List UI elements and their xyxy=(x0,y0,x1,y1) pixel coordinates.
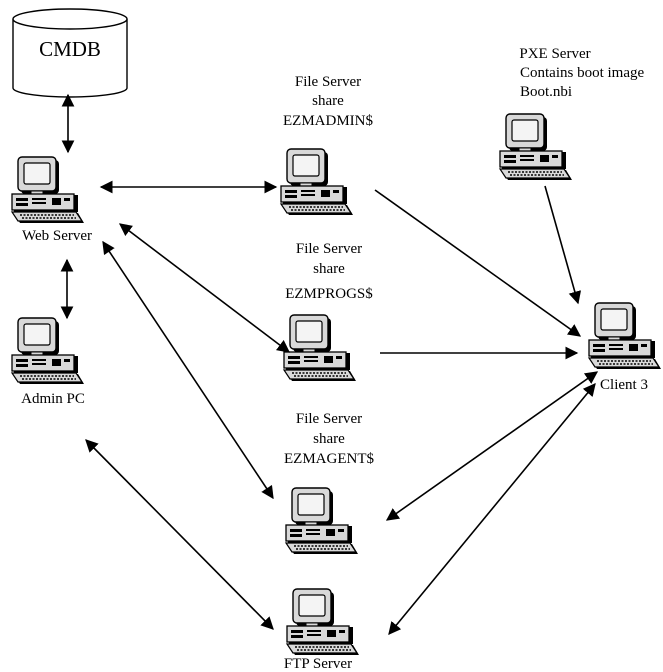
file-server-ezmagent-computer-icon xyxy=(285,487,359,555)
fs-agent-label-3: EZMAGENT$ xyxy=(284,451,374,467)
edge-fsadmin-client xyxy=(374,189,582,337)
pxe-label-1: PXE Server xyxy=(519,46,590,62)
web-server-computer-icon xyxy=(11,156,85,224)
fs-progs-label-1: File Server xyxy=(296,241,362,257)
client-computer-icon xyxy=(588,302,662,370)
edge-fsagent-client xyxy=(385,371,599,521)
edge-web-fsprogs xyxy=(118,223,291,353)
cmdb-label: CMDB xyxy=(39,37,101,61)
fs-agent-label-2: share xyxy=(313,431,345,447)
pxe-label-3: Boot.nbi xyxy=(520,84,572,100)
fs-agent-label-1: File Server xyxy=(296,411,362,427)
cmdb-database: CMDB xyxy=(12,8,128,98)
admin-pc-label: Admin PC xyxy=(21,391,85,407)
fs-admin-label-1: File Server xyxy=(295,74,361,90)
fs-admin-label-2: share xyxy=(312,93,344,109)
pxe-server-computer-icon xyxy=(499,113,573,181)
fs-admin-label-3: EZMADMIN$ xyxy=(283,113,373,129)
admin-pc-computer-icon xyxy=(11,317,85,385)
pxe-label-2: Contains boot image xyxy=(520,65,644,81)
edge-ftp-client xyxy=(388,383,596,635)
edge-web-fsagent xyxy=(102,240,274,500)
edge-adminpc-ftp xyxy=(85,439,274,630)
ftp-server-computer-icon xyxy=(286,588,360,656)
file-server-ezmprogs-computer-icon xyxy=(283,314,357,382)
web-server-label: Web Server xyxy=(22,228,92,244)
edge-pxe-client xyxy=(544,185,582,305)
fs-progs-label-2: share xyxy=(313,261,345,277)
fs-progs-label-3: EZMPROGS$ xyxy=(285,286,373,302)
file-server-ezmadmin-computer-icon xyxy=(280,148,354,216)
client-label: Client 3 xyxy=(600,377,648,393)
ftp-server-label: FTP Server xyxy=(284,656,352,672)
